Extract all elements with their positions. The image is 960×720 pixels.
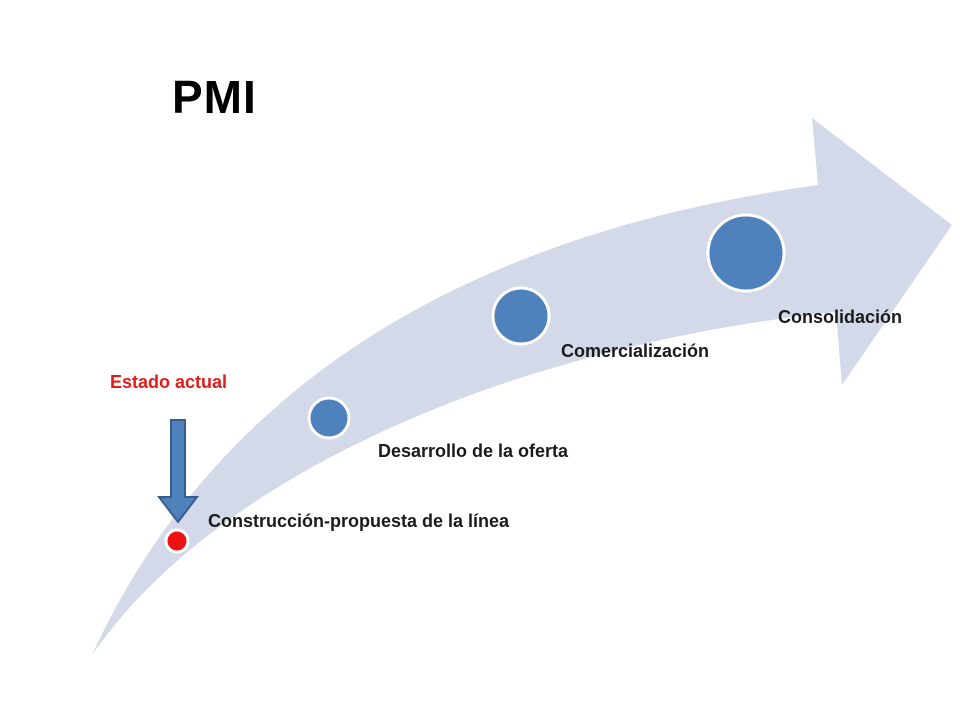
stage-circle-consolidacion — [706, 213, 786, 293]
current-state-label: Estado actual — [110, 372, 228, 392]
page-title: PMI — [172, 71, 257, 123]
stage-label-desarrollo: Desarrollo de la oferta — [378, 441, 569, 461]
stage-circle-desarrollo — [307, 396, 351, 440]
stage-label-consolidacion: Consolidación — [778, 307, 903, 327]
stage-marker-construccion — [164, 528, 190, 554]
current-state-pointer-arrow — [156, 419, 200, 524]
stage-circle-comercializacion — [491, 286, 551, 346]
stage-label-comercializacion: Comercialización — [561, 341, 710, 361]
stage-label-construccion: Construcción-propuesta de la línea — [208, 511, 510, 531]
